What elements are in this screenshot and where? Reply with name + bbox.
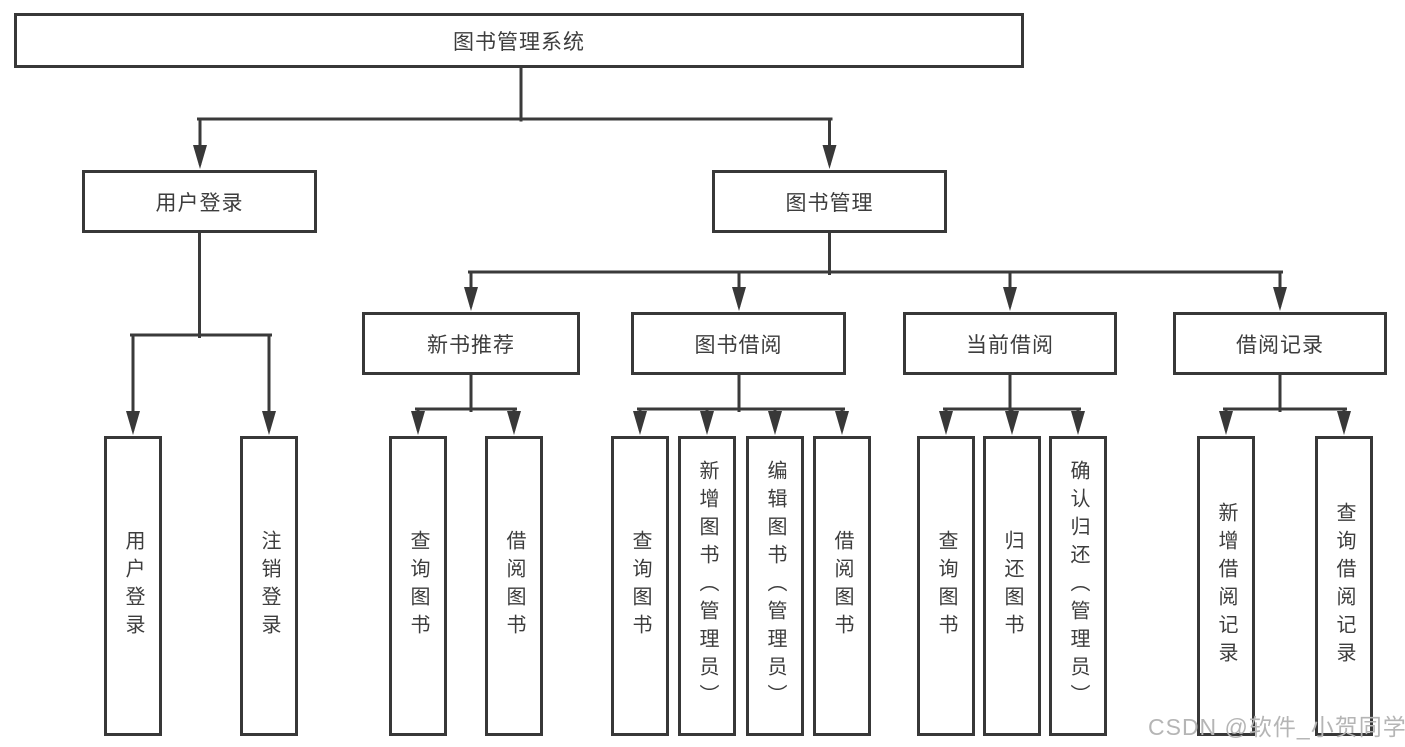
node-label: 新书推荐 bbox=[427, 333, 515, 357]
node-current-borrowing: 当前借阅 bbox=[903, 312, 1117, 375]
node-label: 查询图书 bbox=[629, 530, 651, 642]
node-label: 新增借阅记录 bbox=[1215, 502, 1237, 670]
leaf-query-borrow-record: 查询借阅记录 bbox=[1315, 436, 1373, 736]
node-book-borrowing: 图书借阅 bbox=[631, 312, 846, 375]
node-label: 归还图书 bbox=[1001, 530, 1023, 642]
node-label: 确认归还（管理员） bbox=[1067, 460, 1089, 712]
leaf-add-books-admin: 新增图书（管理员） bbox=[678, 436, 736, 736]
leaf-logout-login: 注销登录 bbox=[240, 436, 298, 736]
node-borrowing-records: 借阅记录 bbox=[1173, 312, 1387, 375]
leaf-return-books: 归还图书 bbox=[983, 436, 1041, 736]
node-user-login: 用户登录 bbox=[82, 170, 317, 233]
leaf-user-login: 用户登录 bbox=[104, 436, 162, 736]
node-label: 用户登录 bbox=[155, 191, 244, 215]
node-new-book-recommendation: 新书推荐 bbox=[362, 312, 580, 375]
leaf-edit-books-admin: 编辑图书（管理员） bbox=[746, 436, 804, 736]
node-label: 查询图书 bbox=[935, 530, 957, 642]
node-label: 图书管理 bbox=[785, 191, 874, 215]
leaf-borrow-books-borrowing: 借阅图书 bbox=[813, 436, 871, 736]
node-label: 图书管理系统 bbox=[453, 30, 585, 54]
node-label: 查询借阅记录 bbox=[1333, 502, 1355, 670]
leaf-borrow-books-recommend: 借阅图书 bbox=[485, 436, 543, 736]
leaf-query-books-current: 查询图书 bbox=[917, 436, 975, 736]
node-label: 借阅记录 bbox=[1236, 333, 1324, 357]
node-label: 当前借阅 bbox=[966, 333, 1054, 357]
watermark-text: CSDN @软件_小贺同学 bbox=[1148, 714, 1405, 740]
node-label: 图书借阅 bbox=[694, 333, 783, 357]
node-label: 借阅图书 bbox=[503, 530, 525, 642]
node-label: 用户登录 bbox=[122, 530, 144, 642]
leaf-add-borrow-record: 新增借阅记录 bbox=[1197, 436, 1255, 736]
node-book-management: 图书管理 bbox=[712, 170, 947, 233]
node-label: 借阅图书 bbox=[831, 530, 853, 642]
leaf-query-books-recommend: 查询图书 bbox=[389, 436, 447, 736]
node-label: 注销登录 bbox=[258, 530, 280, 642]
node-library-management-system: 图书管理系统 bbox=[14, 13, 1024, 68]
node-label: 新增图书（管理员） bbox=[696, 460, 718, 712]
node-label: 编辑图书（管理员） bbox=[764, 460, 786, 712]
node-label: 查询图书 bbox=[407, 530, 429, 642]
leaf-confirm-return-admin: 确认归还（管理员） bbox=[1049, 436, 1107, 736]
leaf-query-books-borrowing: 查询图书 bbox=[611, 436, 669, 736]
